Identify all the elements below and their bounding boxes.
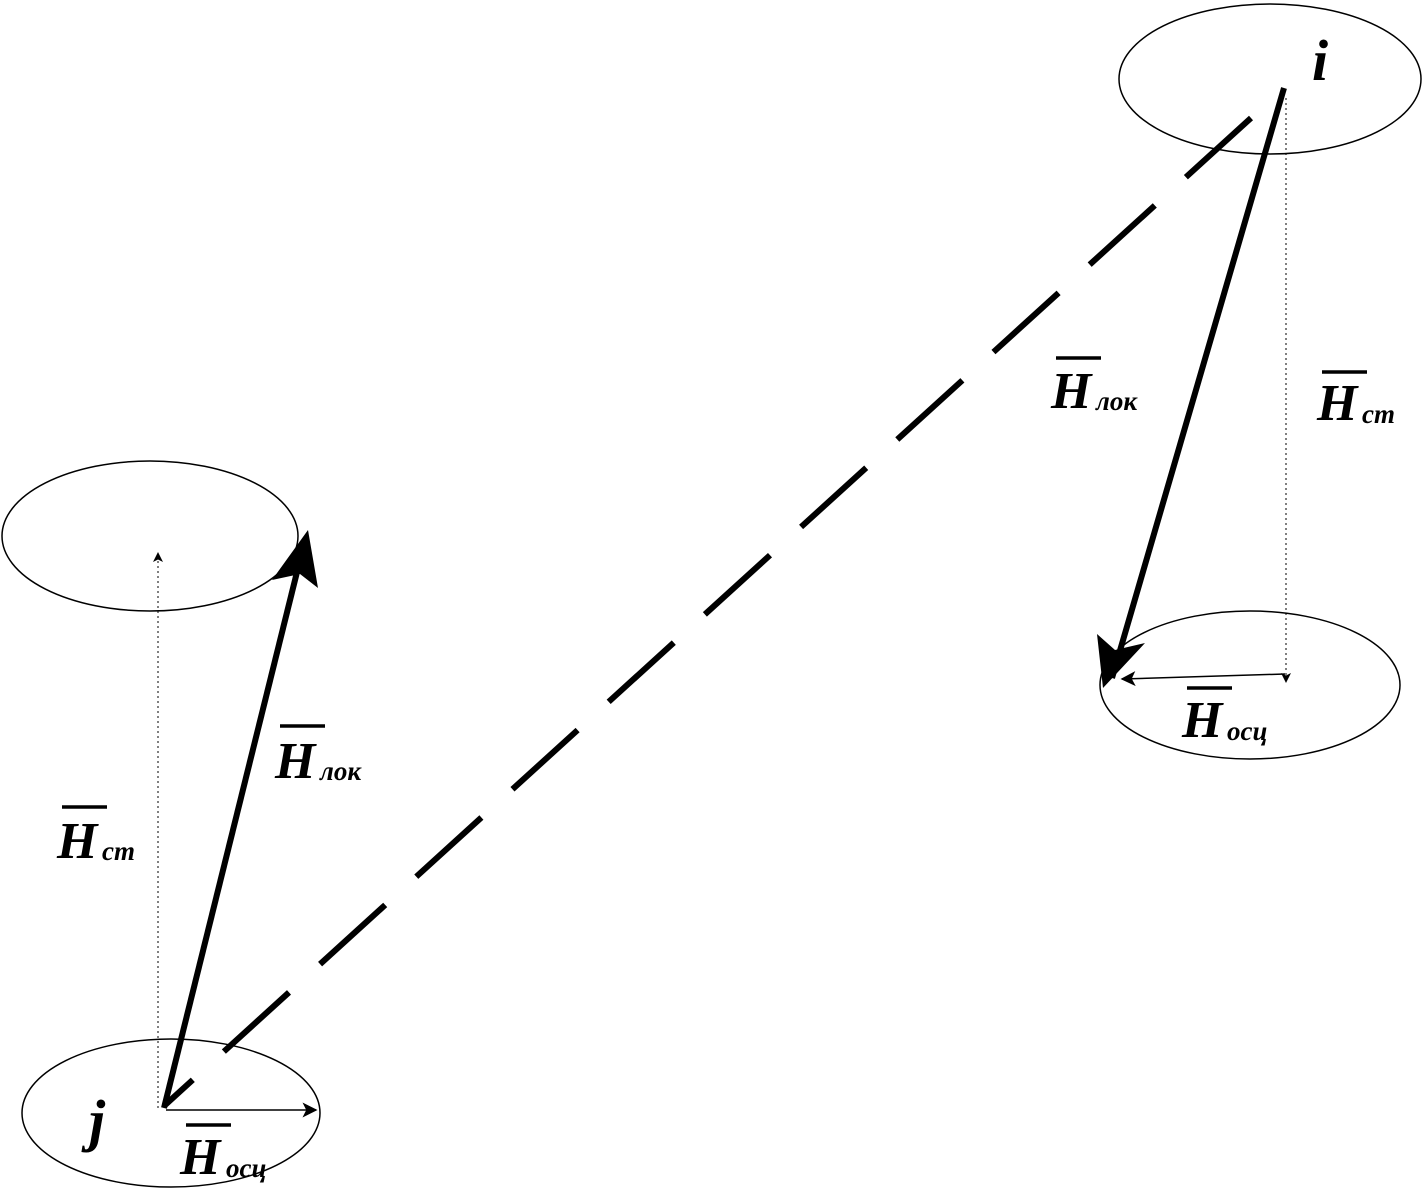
svg-text:H: H [1050,363,1093,420]
orbit-j-top [1,460,299,612]
svg-text:H: H [179,1129,222,1186]
label-h-st-i: H ст [1316,370,1395,432]
h-lok-vector-j [161,567,301,1109]
orbit-j-bottom [21,1038,321,1188]
orbit-i-bottom [1099,610,1401,760]
label-h-lok-i: H лок [1050,356,1138,420]
orbit-i-top [1118,3,1422,155]
svg-text:H: H [1181,692,1224,749]
point-label-i: i [1312,28,1328,93]
svg-text:лок: лок [1095,386,1138,416]
h-lok-arrowhead-j [272,530,318,588]
point-label-j: j [81,1088,106,1153]
h-osc-vector-i [1120,671,1286,687]
svg-text:осц: осц [226,1153,267,1183]
label-h-osc-j: H осц [179,1123,267,1186]
svg-text:H: H [1316,375,1359,432]
label-h-osc-i: H осц [1181,686,1268,749]
svg-text:ст: ст [1362,399,1395,429]
svg-text:лок: лок [319,756,362,786]
svg-text:осц: осц [1227,716,1268,746]
svg-text:H: H [274,733,317,790]
svg-text:ст: ст [102,836,135,866]
label-h-st-j: H ст [56,805,135,870]
h-lok-arrowhead-i [1097,634,1145,688]
interaction-line [161,115,1254,1109]
h-lok-vector-i [1109,87,1287,679]
label-h-lok-j: H лок [274,724,362,790]
svg-text:H: H [56,813,99,870]
